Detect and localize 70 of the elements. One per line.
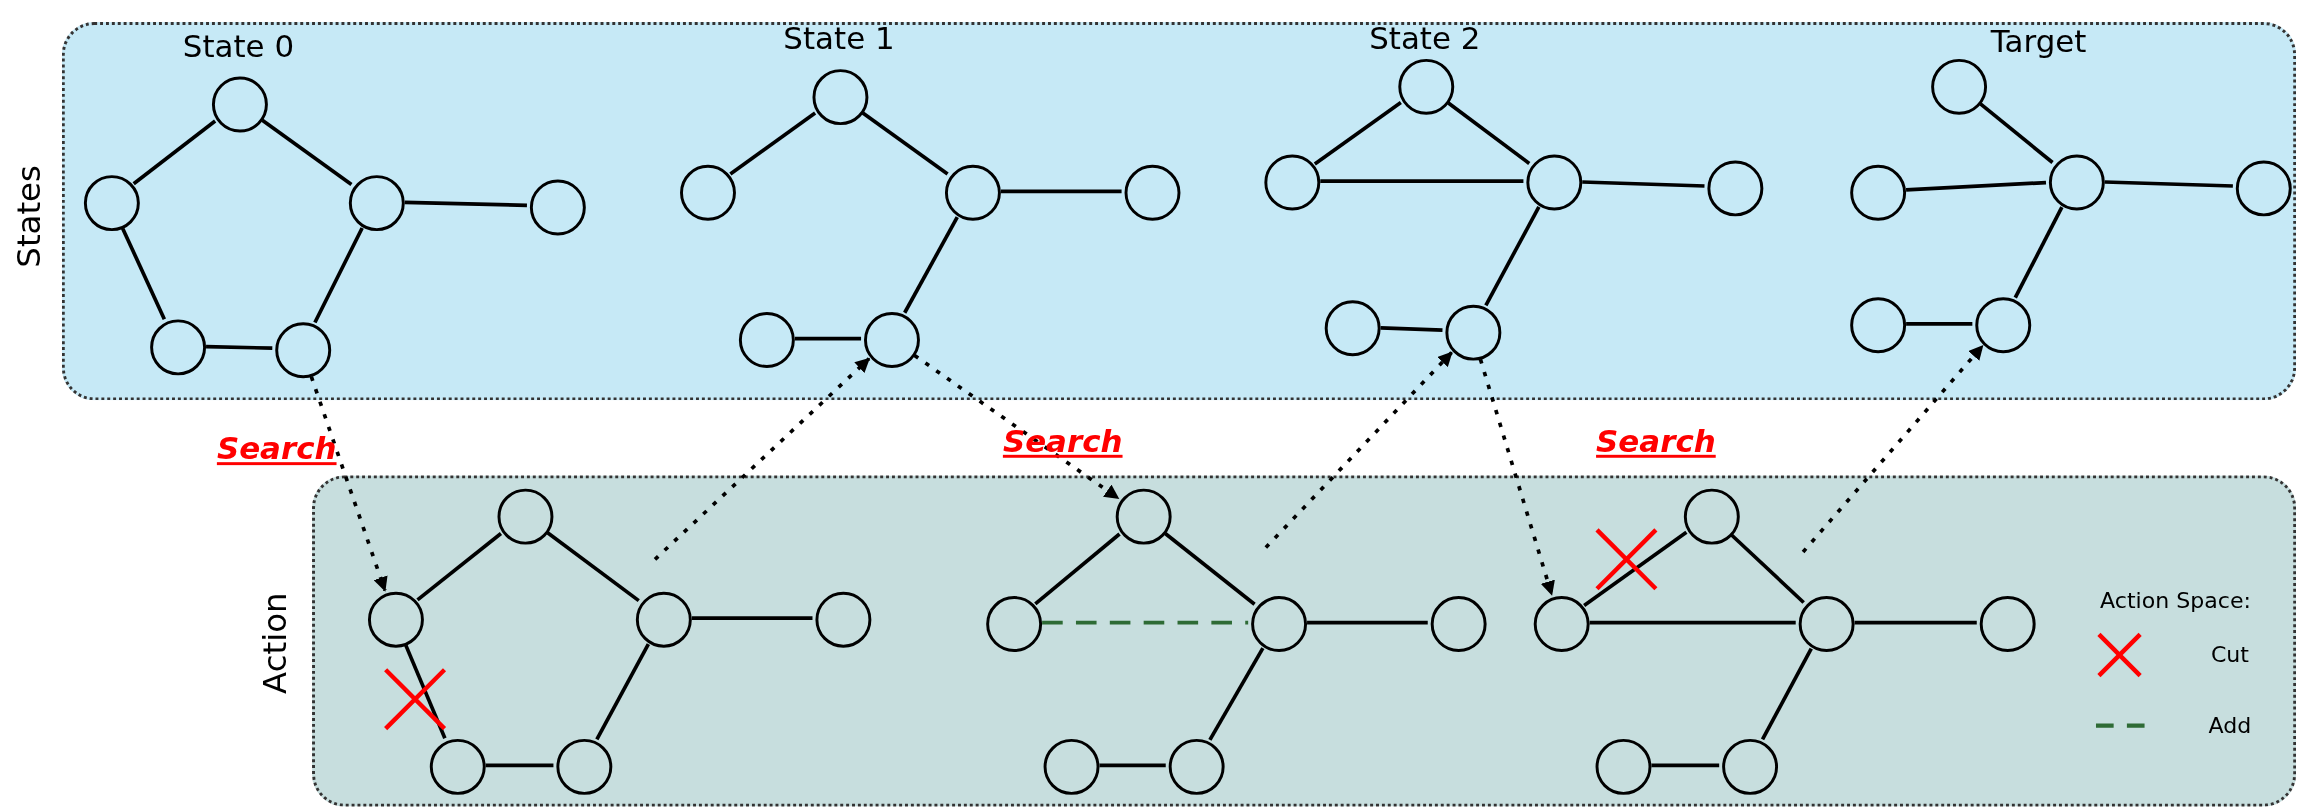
graph-edge-line: [1582, 180, 1705, 188]
graph-title: State 0: [182, 29, 295, 65]
graph-node-circle: [680, 164, 736, 221]
graph-edge-line: [691, 616, 813, 621]
dotted-arrow: [653, 357, 871, 561]
graph-edge-line: [1307, 620, 1428, 625]
graph-edge-line: [1099, 763, 1166, 768]
dotted-arrow: [1478, 358, 1555, 596]
graph-edge-line: [1164, 532, 1256, 606]
dotted-arrow: [1801, 344, 1984, 554]
graph-edge-line: [132, 119, 217, 186]
search-label: Search: [1002, 423, 1123, 460]
graph-edge-line: [121, 227, 166, 320]
panel-heading: States: [11, 165, 48, 268]
graph-edge-line: [404, 644, 447, 739]
graph-node-circle: [1115, 488, 1172, 545]
dotted-arrow: [1264, 351, 1453, 549]
graph-edge-line: [1380, 326, 1443, 332]
graph-edge-line: [595, 643, 650, 741]
graph-title: State 2: [1369, 20, 1481, 56]
graph-edge-line: [546, 531, 640, 603]
graph-edge-line: [1979, 102, 2054, 164]
graph-edge-line: [404, 200, 527, 208]
graph-edge-line: [729, 111, 817, 176]
panel-heading: Action: [256, 592, 294, 694]
search-label: Search: [216, 431, 337, 467]
graph-node-circle: [1975, 297, 2032, 354]
graph-edge-line: [1484, 206, 1541, 307]
graph-node-circle: [1683, 488, 1740, 545]
graph-edge-line: [1905, 180, 2047, 192]
graph-node-circle: [2048, 154, 2105, 211]
graph-edge-line: [1906, 322, 1973, 326]
graph-node-circle: [1798, 596, 1855, 653]
graph-node-circle: [83, 175, 140, 232]
dotted-arrow: [913, 353, 1120, 500]
graph-edge-line: [2104, 180, 2233, 188]
graph-edge-line: [1034, 532, 1121, 606]
graph-edge-line: [313, 227, 364, 324]
graph-node-circle: [368, 591, 424, 648]
graph-node-circle: [1251, 596, 1308, 653]
graph-edge-line: [261, 118, 353, 186]
graph-edge-line: [861, 111, 949, 176]
graph-node-circle: [864, 312, 920, 368]
graph-node-circle: [1445, 304, 1502, 361]
search-label: Search: [1596, 423, 1716, 460]
legend-label: Add: [2208, 712, 2252, 739]
graph-edge-line: [903, 216, 959, 314]
legend-label: Cut: [2210, 641, 2249, 669]
graph-node-circle: [812, 69, 869, 126]
graph-edge-line: [2013, 206, 2064, 299]
graph-title: State 1: [783, 20, 895, 56]
graph-edge-line: [1042, 620, 1249, 625]
graph-title: Target: [1990, 23, 2087, 59]
graph-edge-line: [1447, 101, 1531, 165]
dotted-arrow: [309, 376, 388, 592]
graph-edge-line: [485, 763, 554, 768]
graph-edge-line: [794, 336, 862, 341]
graph-edge-line: [1651, 763, 1720, 768]
graph-edge-line: [1583, 530, 1688, 607]
graph-edge-line: [1208, 647, 1265, 741]
graph-edge-line: [416, 532, 503, 602]
graph-edge-line: [1320, 179, 1524, 183]
graph-edge-line: [1000, 189, 1122, 194]
graph-edge-line: [1760, 647, 1813, 741]
legend-title: Action Space:: [2100, 587, 2251, 614]
graph-edge-line: [1854, 620, 1977, 625]
graph-edge-line: [1730, 533, 1805, 604]
graph-edge-line: [1589, 620, 1796, 625]
graph-edge-line: [206, 344, 273, 350]
graph-edge-line: [1313, 101, 1402, 166]
